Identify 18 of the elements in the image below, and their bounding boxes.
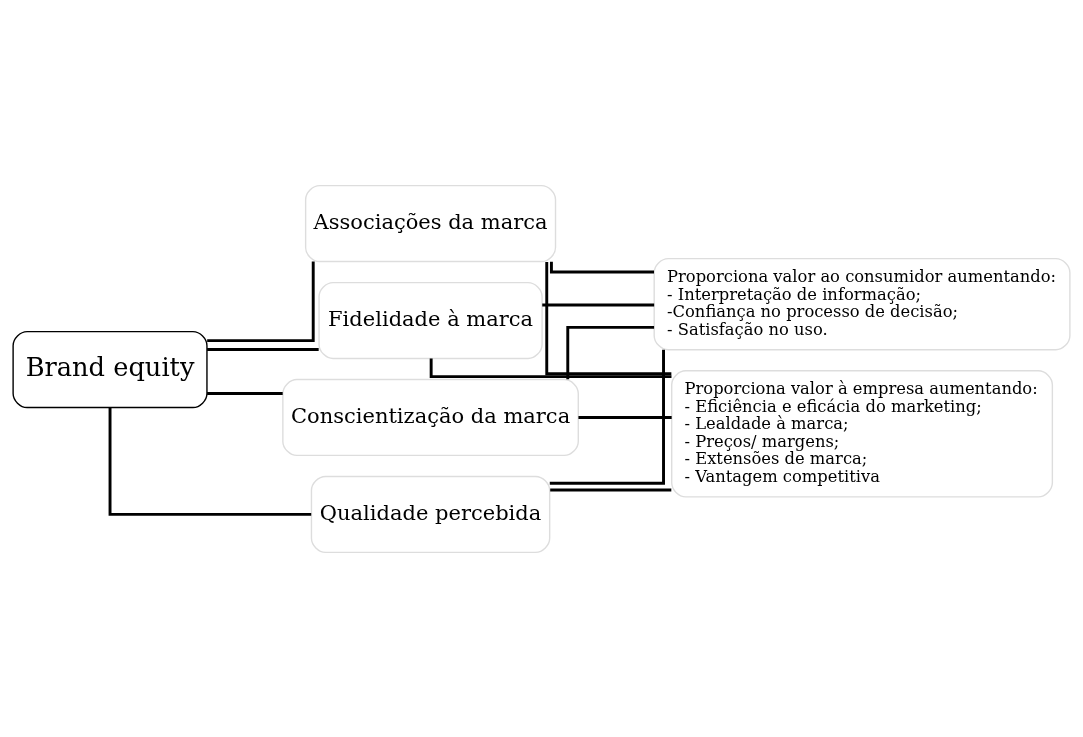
node-box: Brand equity: [12, 330, 208, 408]
connector: [549, 349, 665, 485]
connector: [207, 391, 283, 395]
connector: [550, 488, 672, 491]
node-box: Fidelidade à marca: [318, 281, 543, 359]
connector: [207, 261, 315, 342]
node-box: Conscientização da marca: [282, 378, 579, 456]
connector: [578, 415, 672, 419]
connector: [545, 261, 672, 375]
node-box: Proporciona valor ao consumidor aumentando: - Interpretação de informação; -Confiança no processo de decisão; - Satisfação no uso.: [653, 257, 1071, 350]
node-box: Qualidade percebida: [310, 475, 551, 553]
connector: [542, 303, 655, 306]
node-box: Associações da marca: [304, 184, 557, 262]
connector: [566, 325, 655, 379]
connector: [207, 347, 319, 351]
connector: [549, 261, 654, 274]
connector: [108, 407, 312, 516]
node-box: Proporciona valor à empresa aumentando: - Eficiência e eficácia do marketing; - Lealdade à marca; - Preços/ margens; - Extensões de marca; - Vantagem competitiva: [671, 369, 1054, 498]
